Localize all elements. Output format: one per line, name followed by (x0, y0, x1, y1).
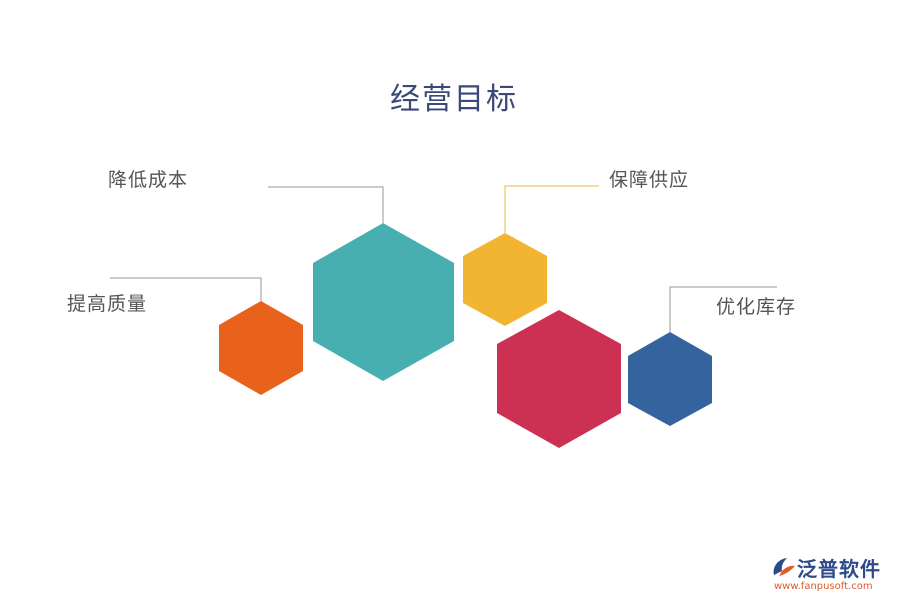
hexagon-quality (219, 301, 303, 395)
connector-supply (504, 185, 599, 233)
label-supply: 保障供应 (609, 169, 690, 191)
hexagon-supply (463, 233, 547, 326)
fanpu-logo: 泛普软件 www.fanpusoft.com (770, 553, 894, 593)
hexagon-inventory (628, 332, 712, 426)
connector-cost (268, 186, 384, 223)
logo-url: www.fanpusoft.com (774, 581, 873, 592)
label-quality: 提高质量 (67, 293, 148, 315)
page-title: 经营目标 (390, 82, 518, 117)
label-cost: 降低成本 (108, 169, 189, 191)
hexagon-extra (497, 310, 621, 448)
hexagon-cost (313, 223, 454, 381)
fanpu-logo-icon (773, 558, 795, 576)
label-inventory: 优化库存 (716, 296, 797, 318)
logo-name: 泛普软件 (797, 557, 881, 581)
connector-quality (110, 277, 262, 301)
connector-inventory (669, 286, 777, 332)
